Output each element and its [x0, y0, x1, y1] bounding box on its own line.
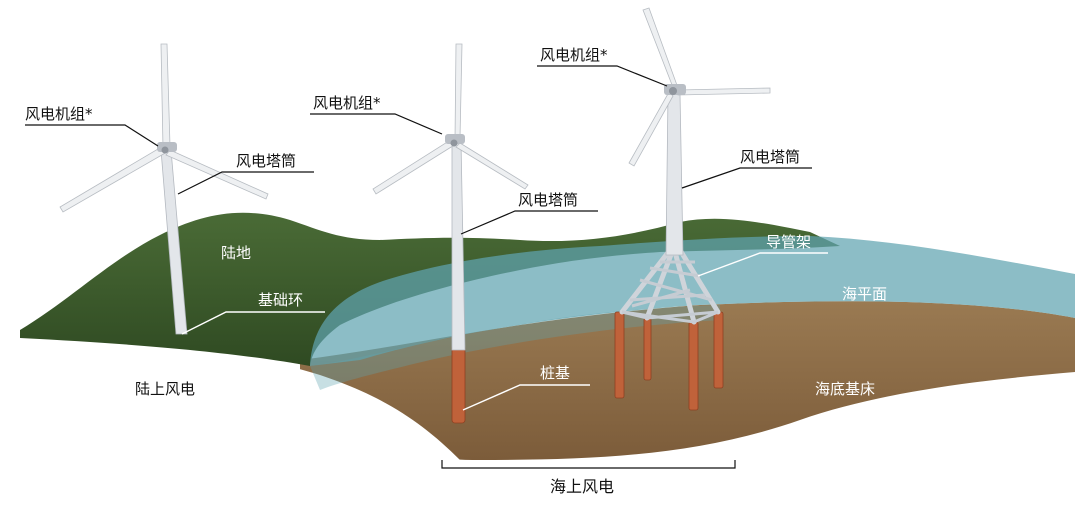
monopile-tower-leader — [460, 210, 598, 235]
jacket-pile-2 — [643, 317, 652, 381]
jacket-turbine — [628, 7, 771, 256]
foundation-ring-label: 基础环 — [258, 291, 303, 309]
sea-surface — [310, 236, 1075, 366]
seabed-label: 海底基床 — [815, 380, 875, 398]
jacket-leader — [697, 252, 828, 277]
offshore-caption: 海上风电 — [550, 477, 614, 496]
onshore-caption: 陆上风电 — [135, 380, 195, 398]
sea-level-label: 海平面 — [842, 285, 887, 303]
jacket-frame — [619, 247, 721, 325]
offshore-bracket — [441, 460, 736, 469]
monopile-turbine-label: 风电机组* — [313, 94, 381, 112]
monopile-turbine — [372, 43, 529, 351]
land-underside — [20, 330, 460, 460]
jacket-turbine-label: 风电机组* — [540, 46, 608, 64]
monopile-turbine-leader — [310, 113, 443, 135]
land-label: 陆地 — [221, 244, 251, 262]
onshore-turbine-label: 风电机组* — [25, 105, 93, 123]
jacket-tower-label: 风电塔筒 — [740, 148, 800, 166]
jacket-tower-leader — [681, 167, 812, 189]
foundation-ring-leader — [181, 311, 325, 335]
onshore-turbine-leader — [25, 124, 159, 147]
jacket-pile-1 — [614, 311, 625, 399]
jacket-label: 导管架 — [766, 233, 811, 251]
onshore-tower-leader — [177, 171, 314, 195]
monopile-tower-label: 风电塔筒 — [518, 191, 578, 209]
seabed-terrain — [300, 301, 1075, 460]
jacket-turbine-leader — [537, 65, 668, 87]
jacket-pile-4 — [713, 311, 724, 389]
pile-leader — [462, 384, 590, 411]
onshore-tower-label: 风电塔筒 — [236, 152, 296, 170]
monopile-pile — [451, 344, 466, 424]
monopile-nacelle — [445, 134, 465, 144]
pile-label: 桩基 — [540, 364, 570, 382]
jacket-pile-3 — [688, 321, 699, 411]
